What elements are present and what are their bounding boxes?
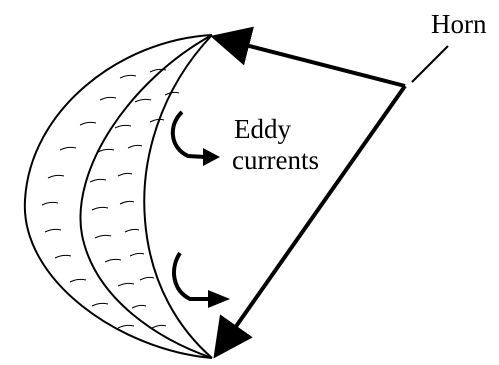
- horn-label: Horn: [431, 9, 487, 39]
- hatch-marks: [41, 68, 180, 329]
- eddy-currents-label-line2: currents: [232, 145, 319, 175]
- outer-crescent: [23, 34, 213, 359]
- horn-leader-line: [411, 45, 449, 83]
- horn-lower-arrow: [213, 84, 407, 359]
- eddy-arrow-lower: [172, 251, 210, 301]
- middle-curve: [79, 34, 213, 359]
- horn-upper-arrow: [210, 26, 406, 88]
- eddy-arrowhead-lower: [208, 290, 230, 308]
- eddy-arrow-upper: [171, 110, 206, 159]
- eddy-arrowhead-upper: [203, 148, 220, 166]
- eddy-currents-label-line1: Eddy: [234, 114, 291, 144]
- inner-curve: [143, 34, 213, 359]
